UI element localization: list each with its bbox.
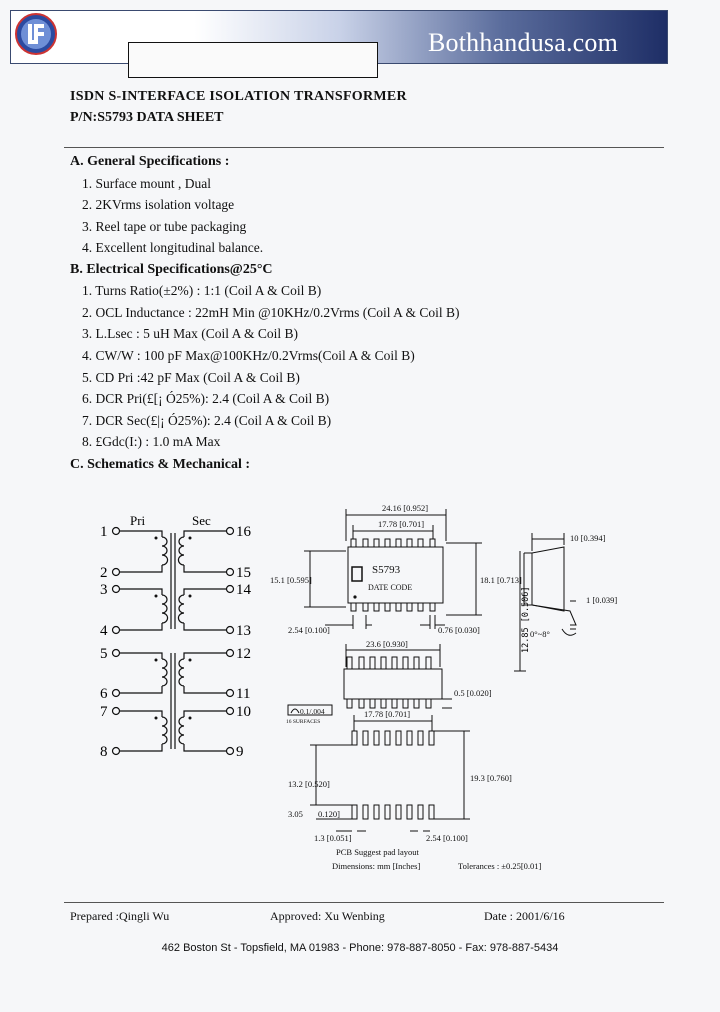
pri-label: Pri (130, 513, 146, 528)
pin-label: 8 (100, 744, 108, 760)
dim-label: 12.85 [0.506] (521, 586, 531, 653)
electrical-item: 2. OCL Inductance : 22mH Min @10KHz/0.2V… (82, 305, 460, 320)
document-date: Date : 2001/6/16 (484, 909, 565, 923)
document-subtitle: P/N:S5793 DATA SHEET (70, 110, 224, 125)
dim-label: 2.54 [0.100] (288, 625, 330, 635)
pin-label: 9 (236, 744, 244, 760)
approved-by: Approved: Xu Wenbing (270, 909, 385, 923)
pin-label: 15 (236, 565, 251, 581)
surfaces-note: 16 SURFACES (286, 719, 320, 725)
pin-label: 11 (236, 686, 250, 702)
dim-label: 19.3 [0.760] (470, 773, 512, 783)
electrical-item: 6. DCR Pri(£[¡ Ó25%): 2.4 (Coil A & Coil… (82, 391, 330, 406)
document-title: ISDN S-INTERFACE ISOLATION TRANSFORMER (70, 89, 407, 104)
pin-label: 1 (100, 524, 108, 540)
pin-label: 2 (100, 565, 108, 581)
pin-label: 10 (236, 704, 251, 720)
dim-label: 13.2 [0.520] (288, 779, 330, 789)
electrical-item: 5. CD Pri :42 pF Max (Coil A & Coil B) (82, 370, 300, 385)
dim-label: 23.6 [0.930] (366, 639, 408, 649)
dim-label: 10 [0.394] (570, 533, 606, 543)
pin-label: 7 (100, 704, 108, 720)
prepared-by: Prepared :Qingli Wu (70, 909, 170, 923)
company-address: 462 Boston St - Topsfield, MA 01983 - Ph… (161, 942, 559, 954)
dim-label: 18.1 [0.713] (480, 575, 522, 585)
sec-label: Sec (192, 513, 211, 528)
dim-label: 0.76 [0.030] (438, 625, 480, 635)
dim-label: 15.1 [0.595] (270, 575, 312, 585)
pin-label: 5 (100, 646, 108, 662)
electrical-heading: B. Electrical Specifications@25°C (70, 262, 273, 277)
general-item: 3. Reel tape or tube packaging (82, 219, 247, 234)
pin-label: 6 (100, 686, 108, 702)
pin-label: 12 (236, 646, 251, 662)
dim-label: 24.16 [0.952] (382, 503, 428, 513)
general-item: 2. 2KVrms isolation voltage (82, 197, 235, 212)
header-divider (64, 147, 664, 148)
electrical-item: 8. £Gdc(I:) : 1.0 mA Max (82, 434, 221, 449)
pin-label: 13 (236, 623, 251, 639)
general-item: 1. Surface mount , Dual (82, 176, 211, 191)
company-logo (14, 12, 58, 56)
general-heading: A. General Specifications : (70, 154, 230, 169)
pin-label: 16 (236, 524, 252, 540)
general-item: 4. Excellent longitudinal balance. (82, 240, 264, 255)
tolerance-note: Tolerances : ±0.25[0.01] (458, 861, 542, 871)
dimensions-note: Dimensions: mm [Inches] (332, 861, 420, 871)
pin-label: 3 (100, 582, 108, 598)
mechanical-drawing: 24.16 [0.952] 17.78 [0.701] 15.1 [0.595]… (270, 503, 617, 871)
electrical-item: 1. Turns Ratio(±2%) : 1:1 (Coil A & Coil… (82, 283, 322, 298)
electrical-item: 7. DCR Sec(£|¡ Ó25%): 2.4 (Coil A & Coil… (82, 413, 332, 428)
dim-label: 0.120] (318, 809, 340, 819)
dim-label: 1.3 [0.051] (314, 833, 352, 843)
date-code: DATE CODE (368, 583, 412, 592)
part-marking: S5793 (372, 564, 401, 576)
electrical-item: 3. L.Lsec : 5 uH Max (Coil A & Coil B) (82, 326, 298, 341)
blank-title-box (128, 42, 378, 78)
dim-label: 0.5 [0.020] (454, 688, 492, 698)
electrical-item: 4. CW/W : 100 pF Max@100KHz/0.2Vrms(Coil… (82, 348, 415, 363)
dim-label: 17.78 [0.701] (378, 519, 424, 529)
dim-label: 2.54 [0.100] (426, 833, 468, 843)
dim-label: 0°~8° (530, 629, 550, 639)
pin-label: 4 (100, 623, 108, 639)
dim-label: 1 [0.039] (586, 595, 617, 605)
footer-divider (64, 902, 664, 903)
transformer-schematic: 1 2 3 4 5 6 7 8 16 15 14 13 12 11 10 9 P… (100, 513, 252, 760)
pcb-caption: PCB Suggest pad layout (336, 847, 420, 857)
schematic-heading: C. Schematics & Mechanical : (70, 457, 251, 472)
dim-label: 3.05 (288, 809, 303, 819)
pin-label: 14 (236, 582, 252, 598)
dim-label: 17.78 [0.701] (364, 709, 410, 719)
coplanarity: 0.1/.004 (300, 707, 325, 716)
site-name[interactable]: Bothhandusa.com (428, 28, 619, 57)
